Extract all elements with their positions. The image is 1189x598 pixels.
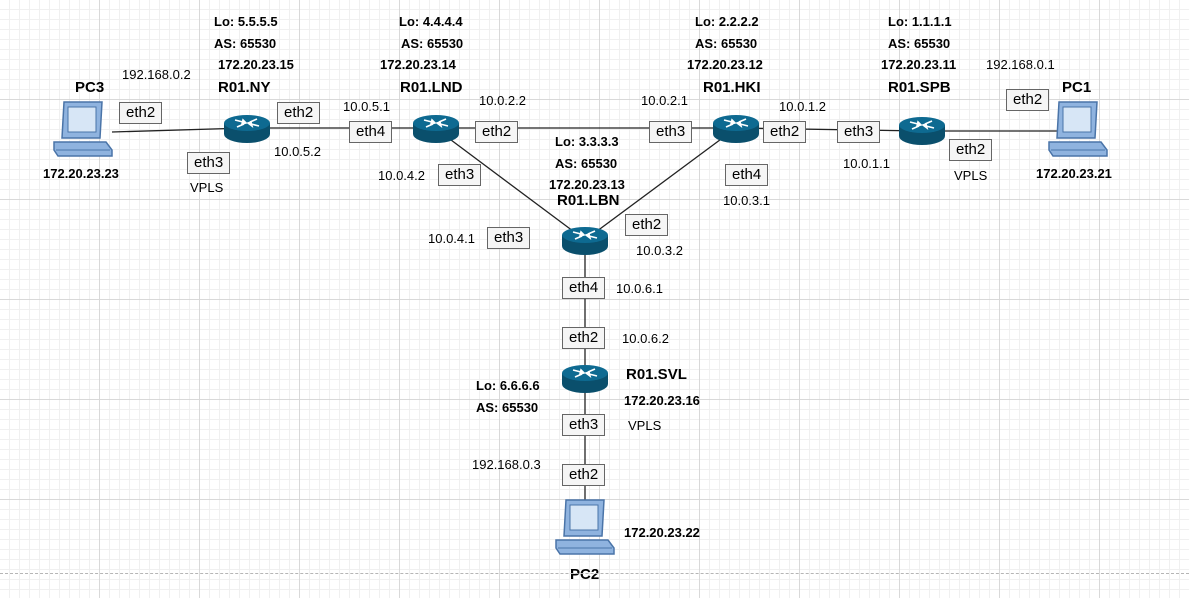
ny-mgmt-ip: 172.20.23.15 (218, 57, 294, 72)
addr-lbn-10-0-4-1: 10.0.4.1 (428, 231, 475, 246)
addr-lbn-10-0-3-2: 10.0.3.2 (636, 243, 683, 258)
link-pc3-ny (111, 127, 247, 133)
port-ny-eth3[interactable]: eth3 (187, 152, 231, 174)
pc3-ip: 172.20.23.23 (43, 166, 119, 181)
port-spb-eth2[interactable]: eth2 (949, 139, 993, 161)
vpls-ny: VPLS (190, 180, 224, 195)
page-boundary (0, 573, 1189, 574)
port-lnd-eth3[interactable]: eth3 (438, 164, 482, 186)
port-pc2-eth2[interactable]: eth2 (562, 464, 606, 486)
hki-name: R01.HKI (703, 79, 761, 96)
addr-hki-10-0-2-1: 10.0.2.1 (641, 93, 688, 108)
addr-lnd-10-0-4-2: 10.0.4.2 (378, 168, 425, 183)
pc3-name: PC3 (75, 79, 105, 96)
spb-mgmt-ip: 172.20.23.11 (881, 57, 957, 72)
ny-as: AS: 65530 (214, 36, 277, 51)
lbn-loopback: Lo: 3.3.3.3 (555, 134, 619, 149)
port-hki-eth4[interactable]: eth4 (725, 164, 769, 186)
lbn-name: R01.LBN (557, 192, 620, 209)
router-icon[interactable] (560, 364, 610, 394)
addr-pc3-net: 192.168.0.2 (122, 67, 191, 82)
link-lnd-lbn (434, 127, 586, 241)
svl-mgmt-ip: 172.20.23.16 (624, 393, 700, 408)
addr-pc2-net: 192.168.0.3 (472, 457, 541, 472)
ny-loopback: Lo: 5.5.5.5 (214, 14, 278, 29)
port-spb-eth3[interactable]: eth3 (837, 121, 881, 143)
pc-icon[interactable] (552, 498, 616, 562)
lnd-as: AS: 65530 (401, 36, 464, 51)
port-hki-eth3[interactable]: eth3 (649, 121, 693, 143)
router-icon[interactable] (222, 114, 272, 144)
addr-svl-10-0-6-2: 10.0.6.2 (622, 331, 669, 346)
lbn-as: AS: 65530 (555, 156, 618, 171)
port-lnd-eth2[interactable]: eth2 (475, 121, 519, 143)
addr-hki-10-0-3-1: 10.0.3.1 (723, 193, 770, 208)
addr-pc1-net: 192.168.0.1 (986, 57, 1055, 72)
svl-loopback: Lo: 6.6.6.6 (476, 378, 540, 393)
lnd-mgmt-ip: 172.20.23.14 (380, 57, 456, 72)
router-icon[interactable] (560, 226, 610, 256)
port-pc3-eth2[interactable]: eth2 (119, 102, 163, 124)
pc1-ip: 172.20.23.21 (1036, 166, 1112, 181)
lnd-loopback: Lo: 4.4.4.4 (399, 14, 463, 29)
port-pc1-eth2[interactable]: eth2 (1006, 89, 1050, 111)
port-svl-eth2[interactable]: eth2 (562, 327, 606, 349)
spb-name: R01.SPB (888, 79, 951, 96)
pc-icon[interactable] (50, 100, 114, 164)
router-icon[interactable] (897, 116, 947, 146)
addr-ny-10-0-5-2: 10.0.5.2 (274, 144, 321, 159)
svl-as: AS: 65530 (476, 400, 539, 415)
pc2-ip: 172.20.23.22 (624, 525, 700, 540)
port-lbn-eth4[interactable]: eth4 (562, 277, 606, 299)
port-lnd-eth4[interactable]: eth4 (349, 121, 393, 143)
spb-as: AS: 65530 (888, 36, 951, 51)
pc1-name: PC1 (1062, 79, 1092, 96)
pc2-name: PC2 (570, 566, 600, 583)
hki-as: AS: 65530 (695, 36, 758, 51)
router-icon[interactable] (711, 114, 761, 144)
spb-loopback: Lo: 1.1.1.1 (888, 14, 952, 29)
vpls-spb: VPLS (954, 168, 988, 183)
link-hki-lbn (584, 127, 737, 241)
addr-hki-10-0-1-2: 10.0.1.2 (779, 99, 826, 114)
lnd-name: R01.LND (400, 79, 463, 96)
svl-name: R01.SVL (626, 366, 687, 383)
port-ny-eth2[interactable]: eth2 (277, 102, 321, 124)
addr-lbn-10-0-6-1: 10.0.6.1 (616, 281, 663, 296)
router-icon[interactable] (411, 114, 461, 144)
vpls-svl: VPLS (628, 418, 662, 433)
port-lbn-eth2[interactable]: eth2 (625, 214, 669, 236)
hki-loopback: Lo: 2.2.2.2 (695, 14, 759, 29)
port-lbn-eth3[interactable]: eth3 (487, 227, 531, 249)
port-svl-eth3[interactable]: eth3 (562, 414, 606, 436)
pc-icon[interactable] (1045, 100, 1109, 164)
addr-lnd-10-0-2-2: 10.0.2.2 (479, 93, 526, 108)
addr-spb-10-0-1-1: 10.0.1.1 (843, 156, 890, 171)
addr-lnd-10-0-5-1: 10.0.5.1 (343, 99, 390, 114)
lbn-mgmt-ip: 172.20.23.13 (549, 177, 625, 192)
ny-name: R01.NY (218, 79, 271, 96)
port-hki-eth2[interactable]: eth2 (763, 121, 807, 143)
hki-mgmt-ip: 172.20.23.12 (687, 57, 763, 72)
